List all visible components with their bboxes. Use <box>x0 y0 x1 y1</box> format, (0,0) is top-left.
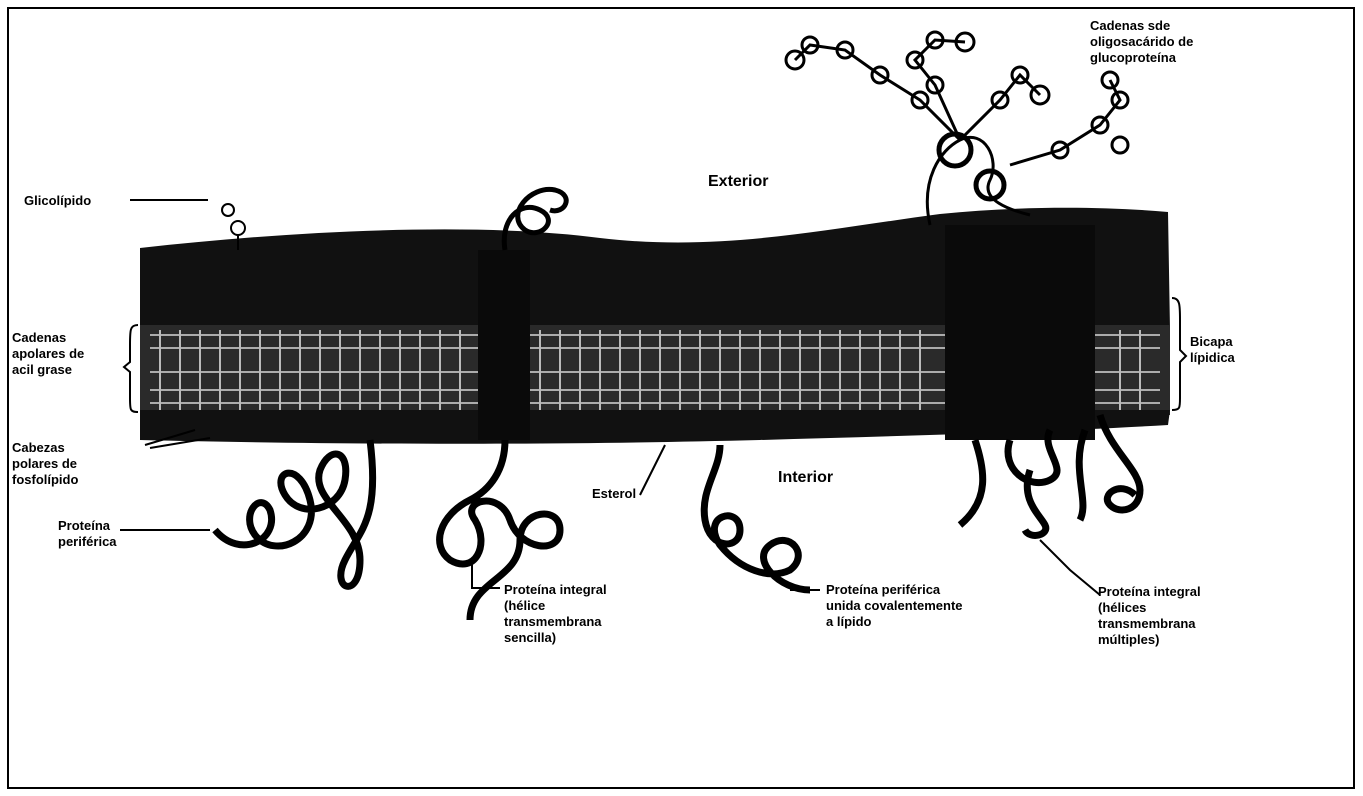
label-oligosaccharide: Cadenas sde oligosacárido de glucoproteí… <box>1090 18 1193 66</box>
label-integral-multiple: Proteína integral (hélices transmembrana… <box>1098 584 1201 648</box>
label-acyl-chains: Cadenas apolares de acil grase <box>12 330 84 378</box>
label-phospholipid-heads: Cabezas polares de fosfolípido <box>12 440 78 488</box>
label-sterol: Esterol <box>592 486 636 502</box>
label-peripheral-protein: Proteína periférica <box>58 518 117 550</box>
label-exterior: Exterior <box>708 172 768 192</box>
acyl-chains-bracket <box>124 325 138 412</box>
integral-protein-single-tm <box>478 250 530 440</box>
label-interior: Interior <box>778 468 833 488</box>
peripheral-lipid-anchored <box>704 445 810 590</box>
label-bilayer: Bicapa lípidica <box>1190 334 1235 366</box>
oligosaccharide-chains <box>786 32 1128 225</box>
peripheral-protein <box>215 440 373 586</box>
label-integral-single: Proteína integral (hélice transmembrana … <box>504 582 607 646</box>
label-peripheral-lipid: Proteína periférica unida covalentemente… <box>826 582 963 630</box>
integral-protein-multi-tm <box>945 225 1095 440</box>
bilayer-bracket <box>1172 298 1186 410</box>
label-glycolipid: Glicolípido <box>24 193 91 209</box>
